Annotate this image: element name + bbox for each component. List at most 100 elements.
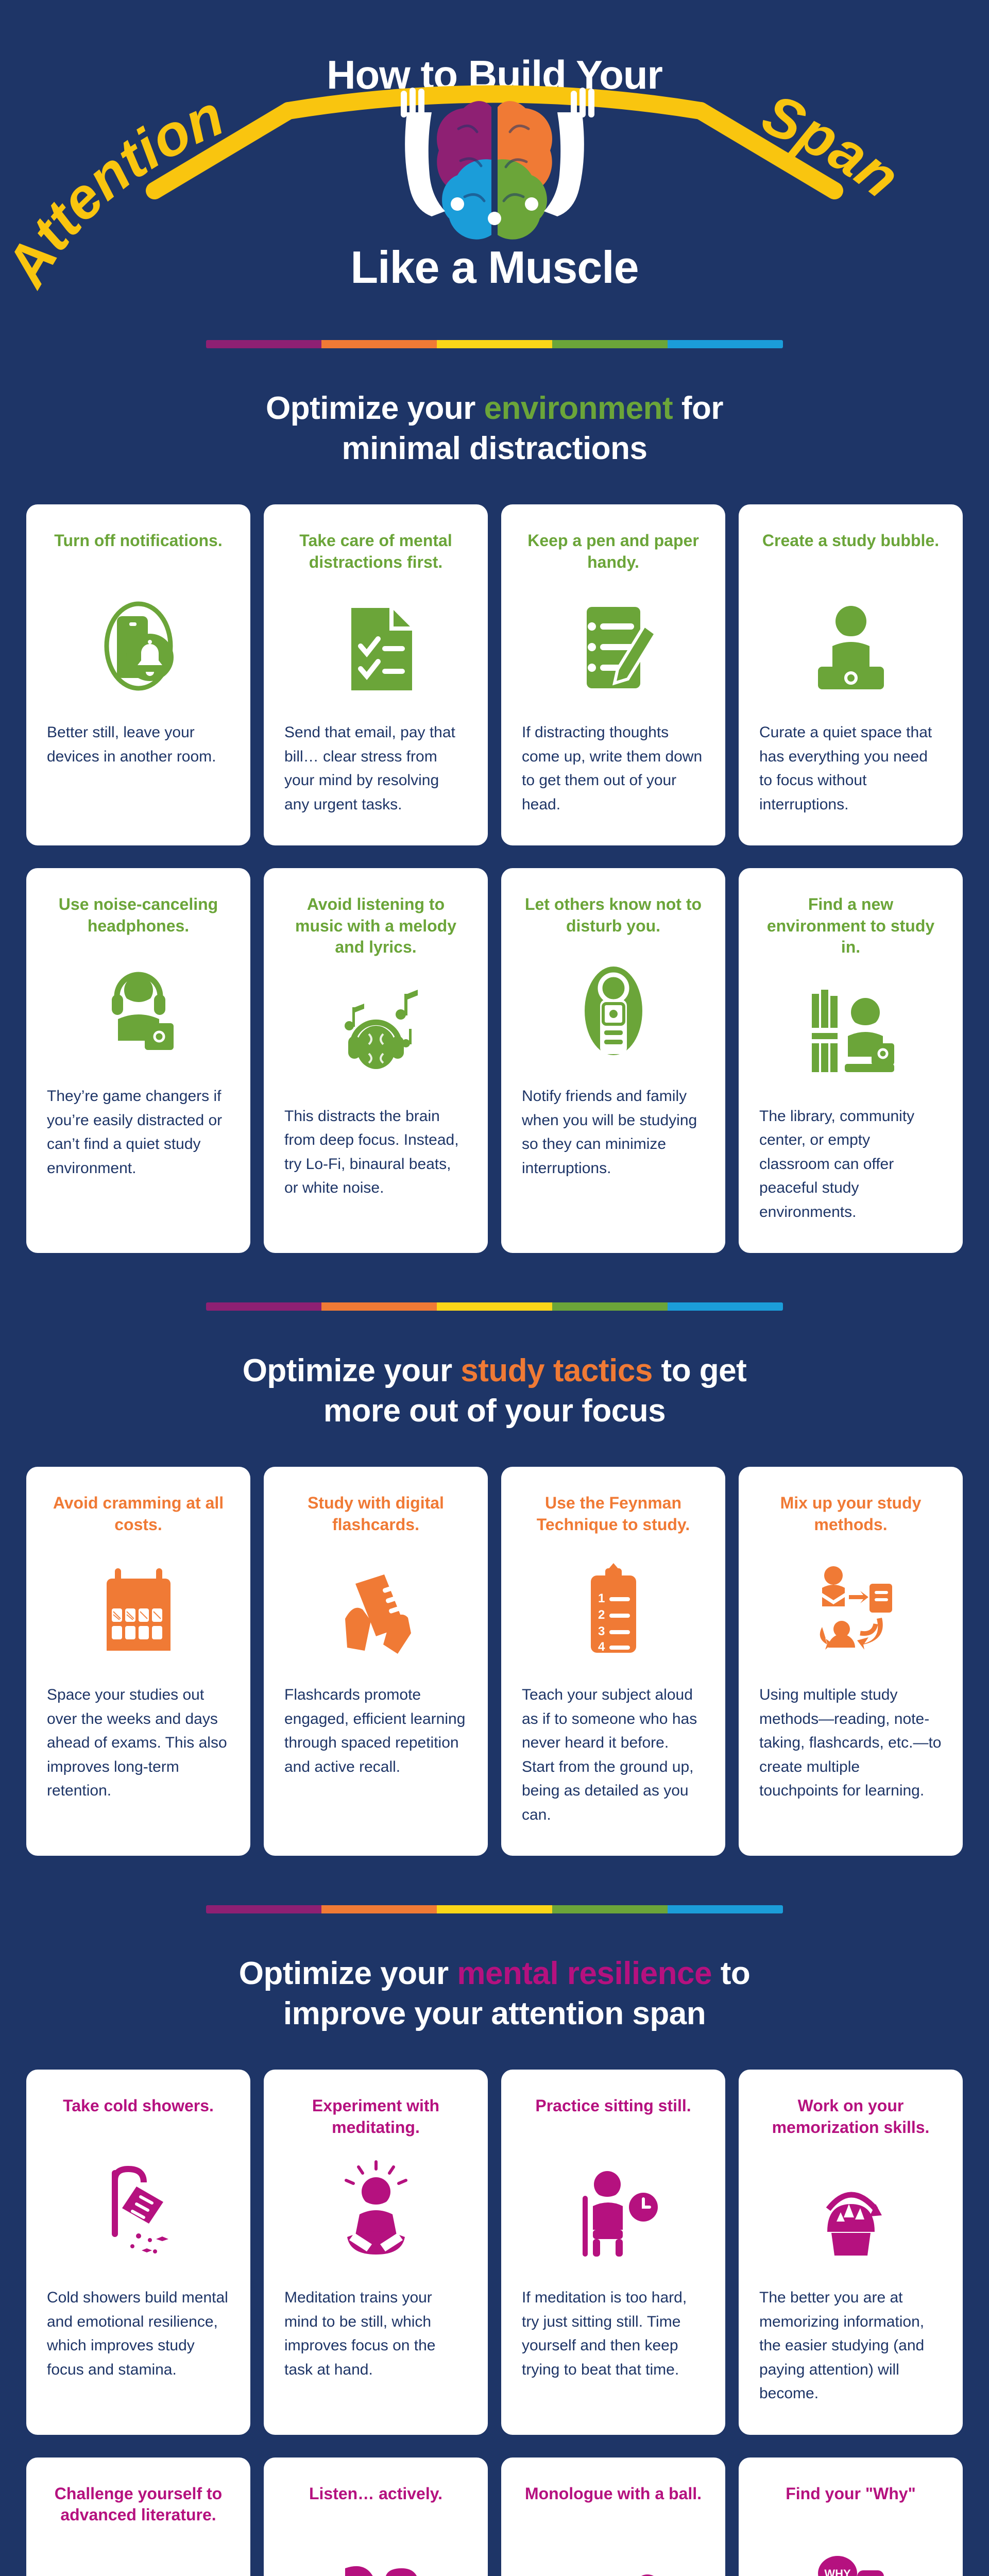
tip-card-title: Avoid cramming at all costs. xyxy=(53,1494,224,1534)
tip-card-body: Using multiple study methods—reading, no… xyxy=(759,1686,942,1800)
tip-card-icon xyxy=(799,592,902,700)
brain-headphones-music-notes-icon xyxy=(344,989,418,1069)
tip-card-icon xyxy=(799,2157,902,2265)
tip-card-title: Mix up your study methods. xyxy=(780,1494,922,1534)
section-title-part-2: for xyxy=(673,391,724,426)
tip-card-icon xyxy=(325,592,428,700)
tip-card-title: Challenge yourself to advanced literatur… xyxy=(54,2484,223,2524)
svg-text:3: 3 xyxy=(598,1624,605,1638)
tip-card[interactable]: Find a new environment to study in. The … xyxy=(739,868,963,1253)
section-title-part-1: mental resilience xyxy=(457,1956,712,1992)
tip-card-icon xyxy=(325,1554,428,1663)
divider-segment-4 xyxy=(668,340,783,348)
person-at-desk-bookshelf-icon xyxy=(817,606,884,689)
checklist-document-icon xyxy=(351,608,412,690)
tip-card[interactable]: Work on your memorization skills. The be… xyxy=(739,2070,963,2435)
tip-card[interactable]: Experiment with meditating. Meditation t… xyxy=(264,2070,488,2435)
person-sitting-clock-icon xyxy=(582,2171,658,2257)
tip-card-title: Practice sitting still. xyxy=(535,2096,691,2115)
section-divider xyxy=(206,340,783,348)
notepad-pencil-icon xyxy=(586,607,658,688)
calendar-exam-icon xyxy=(106,1568,170,1651)
tip-card-icon xyxy=(325,976,428,1084)
tip-card[interactable]: Listen… actively. Focus intensely while … xyxy=(264,2457,488,2576)
divider-segment-0 xyxy=(206,1302,321,1311)
phone-bell-notification-icon xyxy=(104,601,174,691)
tip-card-icon xyxy=(325,2545,428,2576)
card-row: Avoid cramming at all costs. Space your … xyxy=(0,1467,989,1856)
tip-card-icon xyxy=(562,956,665,1064)
tip-card-body: Send that email, pay that bill… clear st… xyxy=(284,724,455,813)
section-title-part-1: environment xyxy=(484,391,673,426)
meditating-person-icon xyxy=(344,2160,407,2255)
tip-card[interactable]: Find your "Why" WHY Revisit the reasons … xyxy=(739,2457,963,2576)
tip-card-body: Curate a quiet space that has everything… xyxy=(759,724,932,813)
tip-card-title: Experiment with meditating. xyxy=(312,2096,440,2137)
tip-card-icon xyxy=(562,2157,665,2265)
tip-card-body: They’re game changers if you’re easily d… xyxy=(47,1088,223,1177)
hero-banner: How to Build Your Attention Span xyxy=(0,0,989,340)
tip-card[interactable]: Practice sitting still. If meditation is… xyxy=(501,2070,725,2435)
tip-card[interactable]: Use noise-canceling headphones. They’re … xyxy=(26,868,250,1253)
tip-card-title: Keep a pen and paper handy. xyxy=(527,531,699,571)
tip-card-title: Take care of mental distractions first. xyxy=(299,531,452,571)
tip-card-body: Flashcards promote engaged, efficient le… xyxy=(284,1686,466,1775)
tip-card-body: This distracts the brain from deep focus… xyxy=(284,1107,459,1197)
tip-card[interactable]: Take cold showers. Cold showers build me… xyxy=(26,2070,250,2435)
shower-head-cold-icon xyxy=(111,2166,168,2254)
card-row: Take cold showers. Cold showers build me… xyxy=(0,2070,989,2435)
divider-segment-1 xyxy=(321,340,437,348)
tip-card[interactable]: Take care of mental distractions first. … xyxy=(264,504,488,845)
tip-card-title: Turn off notifications. xyxy=(54,531,223,550)
tip-card[interactable]: Challenge yourself to advanced literatur… xyxy=(26,2457,250,2576)
tip-card-icon xyxy=(562,2545,665,2576)
tip-card-title: Find a new environment to study in. xyxy=(766,895,935,957)
tip-card[interactable]: Turn off notifications. Better still, le… xyxy=(26,504,250,845)
tip-card[interactable]: Keep a pen and paper handy. If distracti… xyxy=(501,504,725,845)
door-hanger-do-not-disturb-icon xyxy=(584,967,642,1055)
tip-card-title: Listen… actively. xyxy=(309,2484,443,2503)
tip-card-icon xyxy=(87,1554,190,1663)
hero-title-line2: Like a Muscle xyxy=(350,242,639,293)
open-book-crime-and-punishment-icon: Crime And Punishment xyxy=(87,2548,190,2576)
section-title-part-2: to xyxy=(712,1956,751,1992)
tip-card-title: Use noise-canceling headphones. xyxy=(58,895,218,935)
tip-card[interactable]: Avoid listening to music with a melody a… xyxy=(264,868,488,1253)
tip-card-body: Space your studies out over the weeks an… xyxy=(47,1686,227,1800)
tip-card[interactable]: Monologue with a ball. Throw a ball in t… xyxy=(501,2457,725,2576)
section-title-line2: improve your attention span xyxy=(283,1995,706,2031)
section-title-part-1: study tactics xyxy=(461,1353,653,1389)
tip-card-body: Teach your subject aloud as if to someon… xyxy=(522,1686,697,1823)
tip-card-body: Cold showers build mental and emotional … xyxy=(47,2289,228,2378)
study-methods-cycle-icon xyxy=(820,1566,892,1650)
section-title-line2: more out of your focus xyxy=(323,1393,666,1429)
divider-segment-1 xyxy=(321,1302,437,1311)
tip-card[interactable]: Mix up your study methods. Using multipl… xyxy=(739,1467,963,1856)
section-title-part-2: to get xyxy=(652,1353,747,1389)
section-divider xyxy=(206,1905,783,1914)
divider-segment-3 xyxy=(552,1905,668,1914)
tip-card[interactable]: Study with digital flashcards. Flashcard… xyxy=(264,1467,488,1856)
divider-segment-1 xyxy=(321,1905,437,1914)
divider-segment-4 xyxy=(668,1905,783,1914)
divider-segment-2 xyxy=(437,1905,552,1914)
tip-card-icon xyxy=(799,1554,902,1663)
tip-card-body: If distracting thoughts come up, write t… xyxy=(522,724,703,813)
tip-card-title: Use the Feynman Technique to study. xyxy=(536,1494,690,1534)
tip-card[interactable]: Create a study bubble. Curate a quiet sp… xyxy=(739,504,963,845)
face-speaking-to-ear-icon xyxy=(345,2566,417,2576)
tip-card-body: Meditation trains your mind to be still,… xyxy=(284,2289,436,2378)
card-row: Use noise-canceling headphones. They’re … xyxy=(0,868,989,1253)
tip-card[interactable]: Let others know not to disturb you. Noti… xyxy=(501,868,725,1253)
tip-card[interactable]: Avoid cramming at all costs. Space your … xyxy=(26,1467,250,1856)
svg-text:4: 4 xyxy=(598,1640,605,1654)
section-title-part-0: Optimize your xyxy=(265,391,484,426)
